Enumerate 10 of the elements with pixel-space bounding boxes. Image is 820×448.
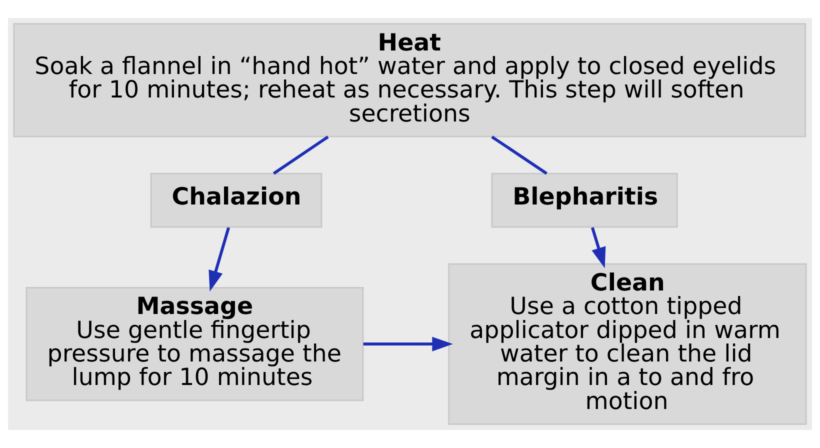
node-box: Clean Use a cotton tipped applicator dipped in warm water to clean the lid margin in a to and fro motion [448, 263, 807, 425]
node-box: Blepharitis [491, 172, 678, 228]
arrow [208, 227, 230, 292]
node-box: Heat Soak a flannel in “hand hot” water and apply to closed eyelids for 10 minutes; reheat as necessary. This step will soften secretions [13, 23, 806, 138]
arrow [363, 336, 453, 352]
arrow [590, 227, 606, 268]
connector [272, 136, 329, 175]
node-box: Massage Use gentle fingertip pressure to massage the lump for 10 minutes [26, 286, 364, 402]
node-box: Chalazion [150, 172, 322, 228]
connector [491, 136, 548, 175]
